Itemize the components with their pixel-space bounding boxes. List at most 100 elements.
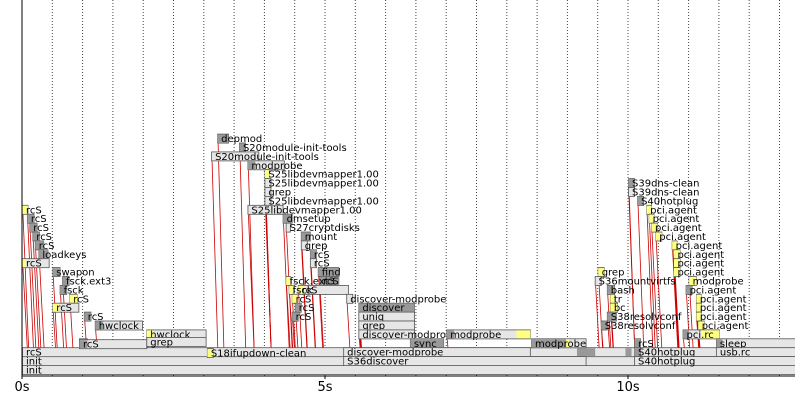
io-segment [651,223,658,232]
process-label: discover-modprobe [362,330,458,341]
process-label: rcS [296,294,312,305]
cpu-segment [634,339,641,348]
process-label: S38resolvconf [611,312,682,323]
process-label: pci.agent [702,321,749,332]
spawn-line [239,152,247,358]
process-label: S40hotplug [638,348,695,359]
process-label: S25libdevmapper1.00 [268,196,379,207]
spawn-line [319,285,325,358]
process-bar: hwclock [94,320,143,332]
process-bar-body [343,356,587,367]
cpu-segment [310,250,317,259]
io-segment [698,321,705,330]
process-bar-body [247,204,284,215]
spawn-line [649,223,657,358]
process-bar: rcS [22,258,50,270]
cpu-segment [358,303,415,312]
cpu-segment [318,268,339,277]
process-label: init [26,366,42,377]
x-tick-label: 5s [317,380,332,395]
io-segment [696,303,702,312]
spawn-line [674,268,680,358]
process-label: mount [305,232,338,243]
process-bar: discover-modprobe [346,293,446,305]
process-bar-body [634,356,795,367]
process-bar: rcS [297,284,349,296]
process-label: pci.agent [700,303,747,314]
process-label: S27cryptdisks [290,223,360,234]
process-bar: rcS [83,311,104,323]
process-label: rcS [296,312,312,323]
process-bar: S39dns-clean [628,187,699,199]
io-segment [22,205,28,214]
process-bar-body [211,151,260,162]
process-label: pci.agent [653,214,700,225]
process-label: rcS [83,340,99,351]
process-label: fsck [293,285,313,296]
process-label: rcS [73,294,89,305]
cpu-segment [637,196,644,205]
process-label: S20module-init-tools [215,152,319,163]
x-tick-label: 10s [616,380,640,395]
process-bar-body [628,187,635,197]
cpu-segment [625,348,632,357]
io-segment [516,330,531,339]
process-label: S25libdevmapper1.00 [268,179,379,190]
process-label: S39dns-clean [632,179,699,190]
cpu-segment [32,232,40,241]
io-segment [646,205,652,214]
process-bar: fsck [59,284,84,296]
cpu-segment [601,321,608,330]
process-bar-body [358,329,415,340]
process-label: grep [268,188,291,199]
process-label: modprobe [535,339,586,350]
process-bar: S38resolvconf [600,320,676,332]
process-bar: grep [300,240,328,252]
io-segment [207,349,214,358]
io-segment [289,285,294,294]
io-segment [673,268,681,277]
process-bar: rcS [52,302,80,314]
process-label: grep [305,241,328,252]
process-label: pci.agent [690,285,737,296]
process-bar: pci.agent [655,231,706,243]
process-label: S39dns-clean [632,188,699,199]
process-label: pci.agent [659,232,706,243]
cpu-segment [79,340,88,349]
io-segment [655,232,662,241]
io-segment [286,277,291,285]
io-segment [672,241,677,250]
process-bar-body [346,293,354,304]
spawn-line [35,250,42,358]
process-label: S40hotplug [641,196,698,207]
spawn-line [628,196,636,358]
process-label: swapon [56,268,94,279]
cpu-segment [628,179,635,188]
process-bar: depmod [217,133,262,145]
process-label: dmsetup [287,214,331,225]
cpu-segment [295,303,302,312]
spawn-line [29,232,37,358]
process-label: discover [362,303,405,314]
process-bar: S27cryptdisks [285,222,360,234]
cpu-segment [35,241,44,250]
cpu-segment [239,143,246,152]
process-label: tr [614,294,623,305]
process-label: uniq [362,312,384,323]
process-label: rcS [88,312,104,323]
io-segment [52,303,59,312]
process-bar: rcS [79,339,148,351]
spawn-line [301,250,308,358]
process-bar-body [285,222,291,233]
cpu-segment [247,161,256,170]
process-label: S40hotplug [638,357,695,368]
process-bar: S36mountvirtfs [594,276,676,288]
cpu-segment [217,134,229,143]
cpu-segment [531,339,568,348]
process-bar-body [594,276,602,286]
process-bar: swapon [52,267,95,279]
process-label: rcS [302,285,318,296]
process-label: rcS [314,259,330,270]
cpu-segment [446,330,454,339]
